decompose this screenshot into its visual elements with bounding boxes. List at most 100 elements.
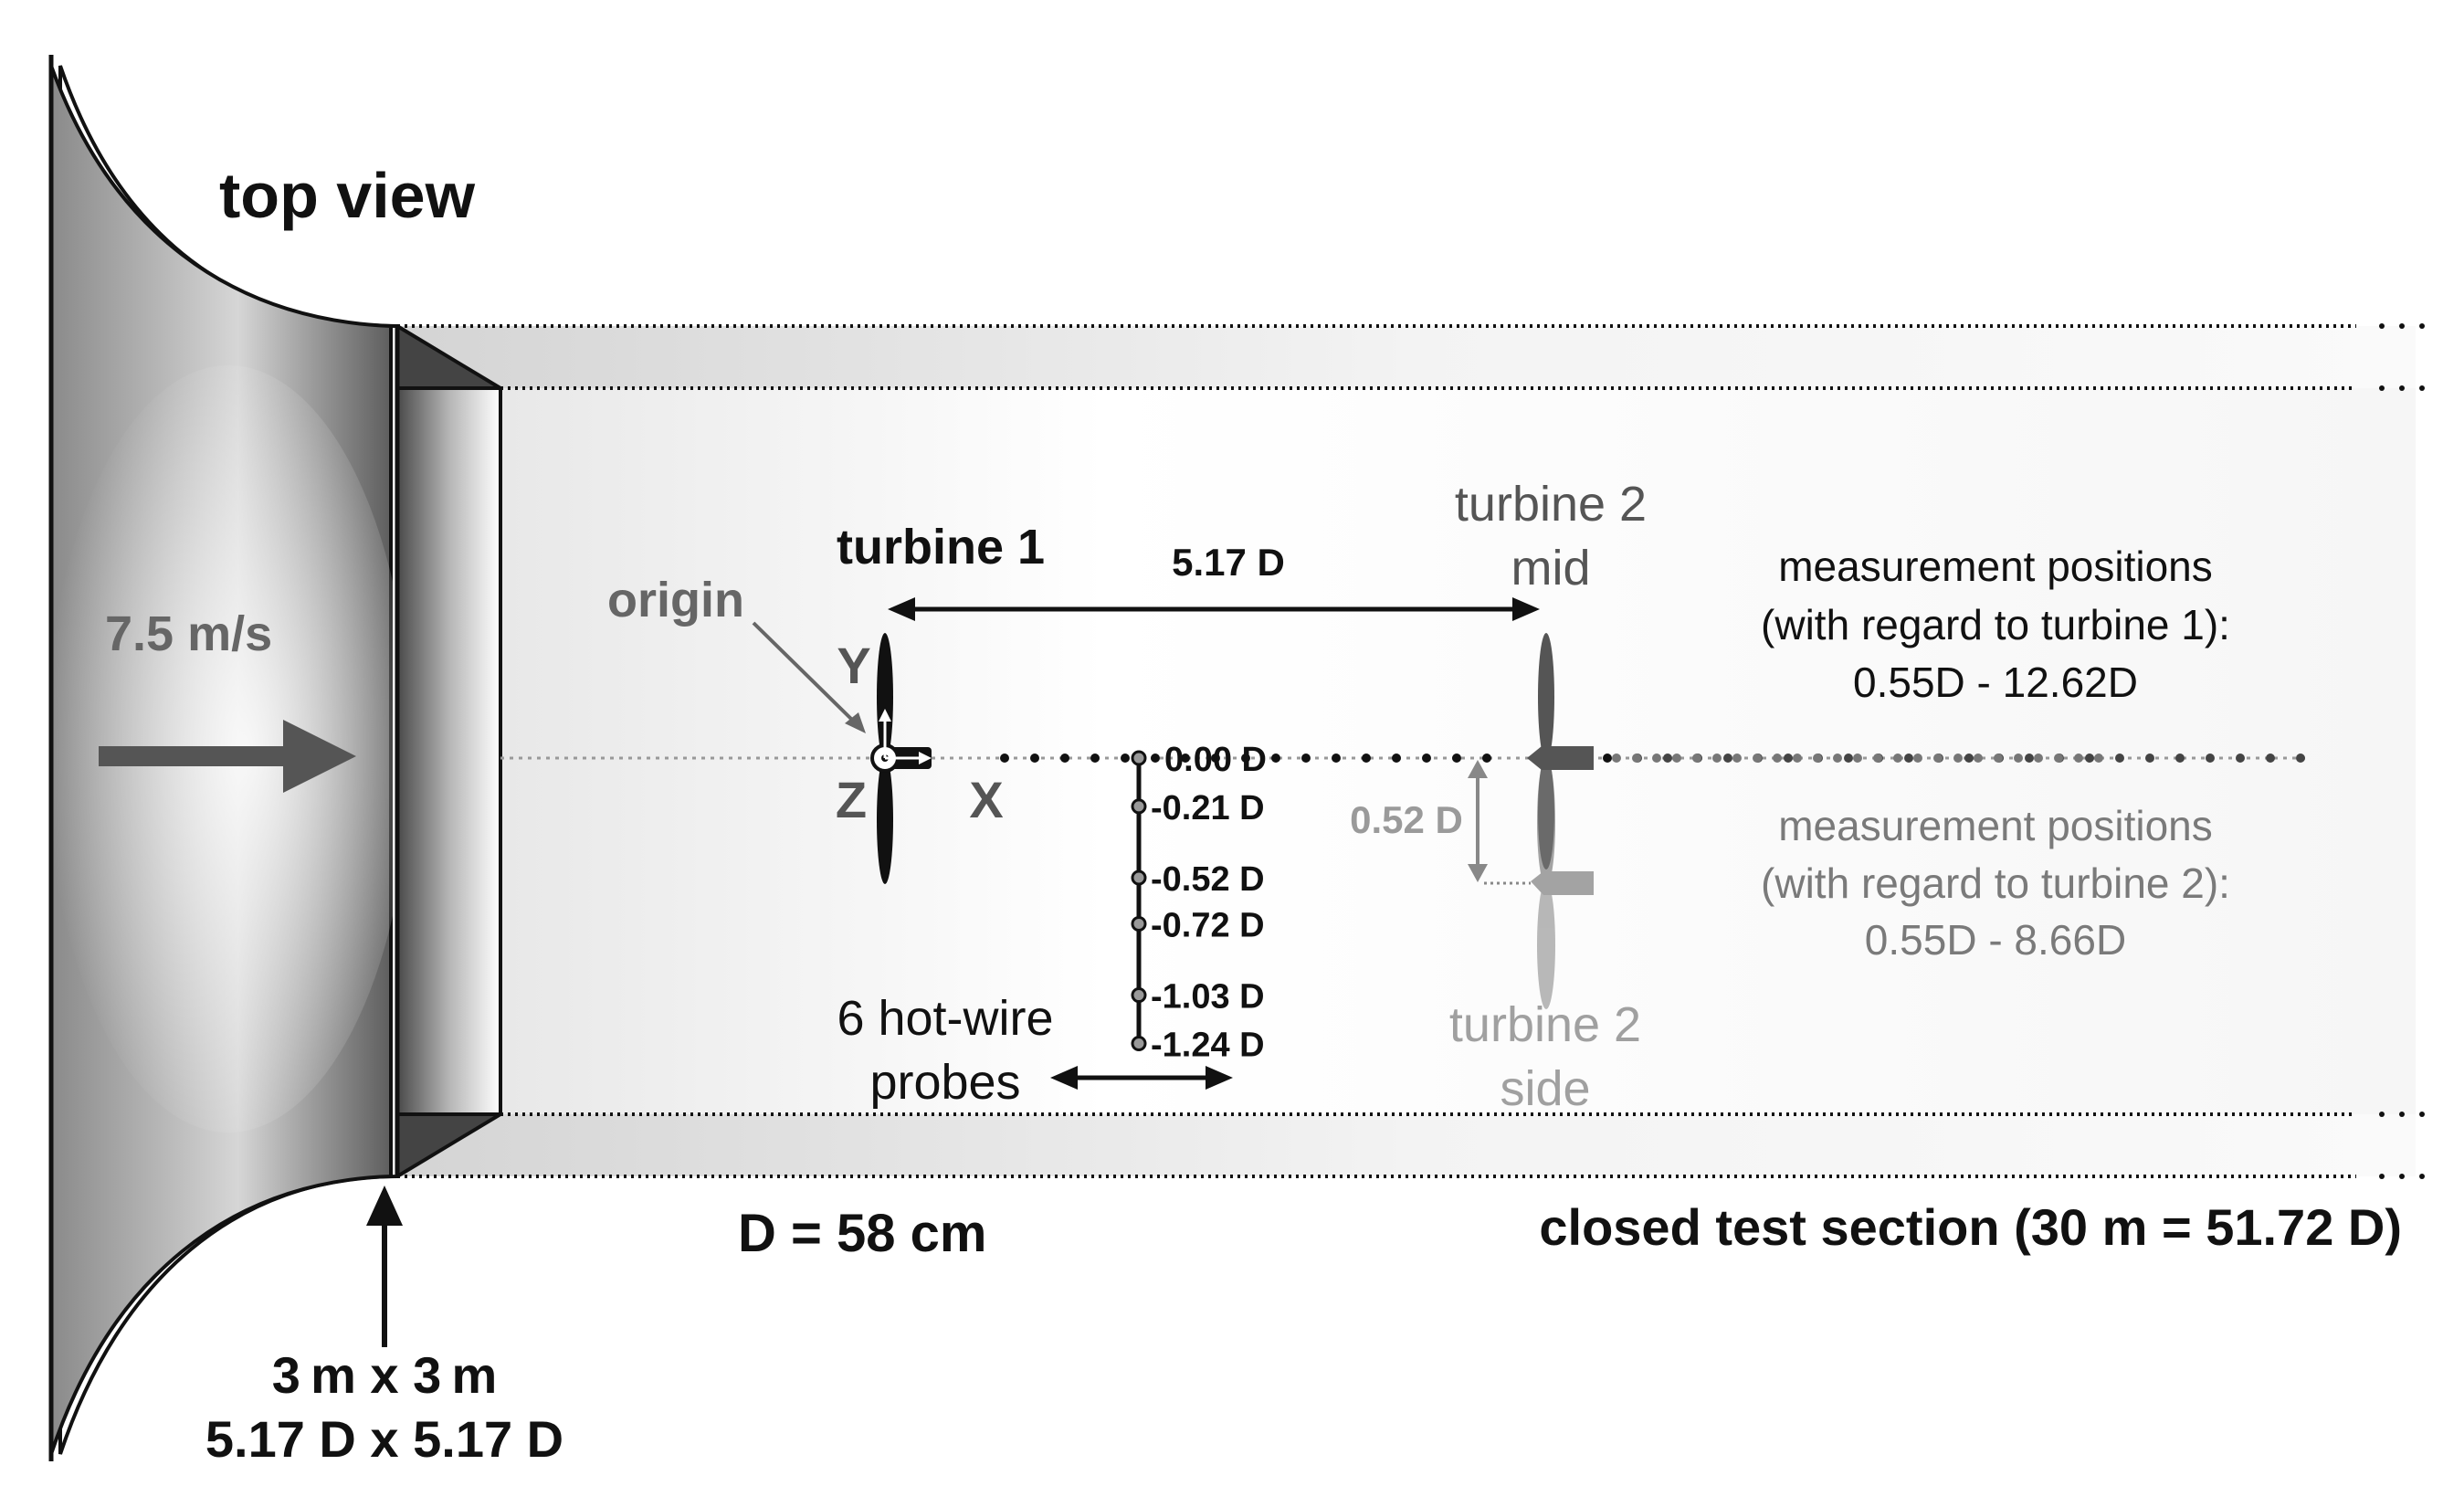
- measurement-point-turbine-2: [1732, 754, 1742, 763]
- probe-5: [1131, 1035, 1147, 1051]
- measurement-point: [2175, 754, 2185, 763]
- test-section-label: closed test section (30 m = 51.72 D): [1539, 1198, 2402, 1256]
- probe-position-label-1: -0.21 D: [1151, 789, 1265, 827]
- offset-arrow-bottom: [1468, 864, 1488, 882]
- measurement-point-turbine-2: [1692, 754, 1701, 763]
- probe-position-label-3: -0.72 D: [1151, 906, 1265, 944]
- x-axis-arrowhead: [919, 752, 932, 764]
- axis-y-label: Y: [837, 637, 870, 694]
- coordinate-axes: [883, 717, 924, 760]
- test-section-wall-bottom: [397, 1114, 2416, 1176]
- turbine-2-mid-label-line2: mid: [1511, 541, 1590, 595]
- measurement-point: [1090, 754, 1100, 763]
- probe-2: [1131, 869, 1147, 886]
- measurement-point: [2206, 754, 2215, 763]
- inlet-diagonal-bottom: [395, 1112, 502, 1178]
- turbine-2-mid-label-line1: turbine 2: [1455, 477, 1647, 532]
- measurement-point-turbine-2: [1652, 754, 1661, 763]
- measurement-t2-line3: 0.55D - 8.66D: [1865, 916, 2126, 964]
- measurement-point-turbine-2: [1933, 754, 1943, 763]
- measurement-point: [2025, 754, 2034, 763]
- axis-x-label: X: [969, 771, 1003, 828]
- measurement-positions-turbine-2: [1612, 754, 2103, 763]
- measurement-point: [2296, 754, 2305, 763]
- measurement-point-turbine-2: [1632, 754, 1641, 763]
- hot-wire-probe-rake: 0.00 D -0.21 D -0.52 D -0.72 D -1.03 D -1.24 …: [1131, 741, 1267, 1064]
- measurement-point: [1723, 754, 1732, 763]
- turbine-1-blade-lower: [877, 756, 893, 884]
- probe-position-label-4: -1.03 D: [1151, 978, 1265, 1017]
- diameter-label: D = 58 cm: [738, 1204, 986, 1263]
- probe-position-label-2: -0.52 D: [1151, 860, 1265, 899]
- probe-4: [1131, 987, 1147, 1004]
- measurement-point: [1211, 754, 1220, 763]
- measurement-point: [1784, 754, 1793, 763]
- probe-1: [1131, 798, 1147, 815]
- origin-pointer-head: [845, 712, 866, 733]
- wall-continuation-dots: [2379, 323, 2425, 1179]
- turbine-2-side-label-line2: side: [1500, 1061, 1590, 1116]
- turbine-2-mid-nacelle: [1527, 746, 1594, 770]
- probe-traverse-arrow-left: [1050, 1066, 1078, 1090]
- turbine-2-side-label-line1: turbine 2: [1449, 997, 1641, 1052]
- measurement-t1-line1: measurement positions: [1778, 543, 2213, 590]
- probes-label-line1: 6 hot-wire: [837, 991, 1053, 1046]
- measurement-point: [1060, 754, 1069, 763]
- measurement-point: [1663, 754, 1672, 763]
- measurement-point: [1392, 754, 1401, 763]
- measurement-point: [1271, 754, 1280, 763]
- inlet-diagonal-top: [395, 324, 502, 390]
- measurement-point: [1482, 754, 1491, 763]
- measurement-t1-line2: (with regard to turbine 1):: [1761, 601, 2230, 648]
- measurement-point: [1241, 754, 1250, 763]
- inlet-size-arrow-head: [366, 1186, 403, 1226]
- test-section-wall-top: [397, 326, 2416, 388]
- turbine-2-mid-blade-upper: [1538, 633, 1554, 761]
- measurement-point-turbine-2: [2094, 754, 2103, 763]
- measurement-t2-line1: measurement positions: [1778, 802, 2213, 849]
- turbine-1-blade-upper: [877, 633, 893, 761]
- measurement-point-turbine-2: [2054, 754, 2063, 763]
- measurement-point-turbine-2: [2074, 754, 2083, 763]
- test-section-walls: [397, 324, 2356, 1178]
- probe-traverse-arrow-right: [1206, 1066, 1233, 1090]
- measurement-point-turbine-2: [1612, 754, 1621, 763]
- measurement-point-turbine-2: [1833, 754, 1842, 763]
- measurement-point: [2085, 754, 2094, 763]
- measurement-point-turbine-2: [1974, 754, 1983, 763]
- measurement-point: [2115, 754, 2124, 763]
- measurement-point-turbine-2: [1793, 754, 1802, 763]
- measurement-point-turbine-2: [1893, 754, 1902, 763]
- inlet-frame: [395, 386, 502, 1116]
- measurement-point-turbine-2: [1853, 754, 1862, 763]
- measurement-point: [1422, 754, 1431, 763]
- probe-position-label-5: -1.24 D: [1151, 1026, 1265, 1064]
- measurement-point: [1844, 754, 1853, 763]
- measurement-point-turbine-2: [1913, 754, 1922, 763]
- turbine-2-side-nacelle: [1531, 871, 1594, 895]
- inflow-speed: 7.5 m/s: [105, 606, 272, 661]
- measurement-point-turbine-2: [2034, 754, 2043, 763]
- probe-position-label-0: 0.00 D: [1164, 741, 1267, 779]
- offset-arrow-top: [1468, 760, 1488, 778]
- measurement-point: [1964, 754, 1974, 763]
- inlet-size-m: 3 m x 3 m: [272, 1346, 498, 1404]
- measurement-point: [1904, 754, 1913, 763]
- spacing-arrow-right: [1512, 597, 1540, 621]
- axis-z-label: Z: [836, 771, 867, 828]
- measurement-t2-line2: (with regard to turbine 2):: [1761, 859, 2230, 907]
- probes-label-line2: probes: [869, 1055, 1020, 1110]
- turbine-1: [870, 633, 932, 884]
- spacing-arrow-left: [888, 597, 915, 621]
- y-axis-arrowhead: [879, 709, 891, 722]
- measurement-point: [1452, 754, 1461, 763]
- measurement-point: [1603, 754, 1612, 763]
- test-section-interior: [397, 388, 2416, 1114]
- measurement-point-turbine-2: [1994, 754, 2003, 763]
- measurement-point: [1121, 754, 1130, 763]
- measurement-point: [2266, 754, 2275, 763]
- spacing-label: 5.17 D: [1172, 541, 1285, 584]
- measurement-point: [1030, 754, 1039, 763]
